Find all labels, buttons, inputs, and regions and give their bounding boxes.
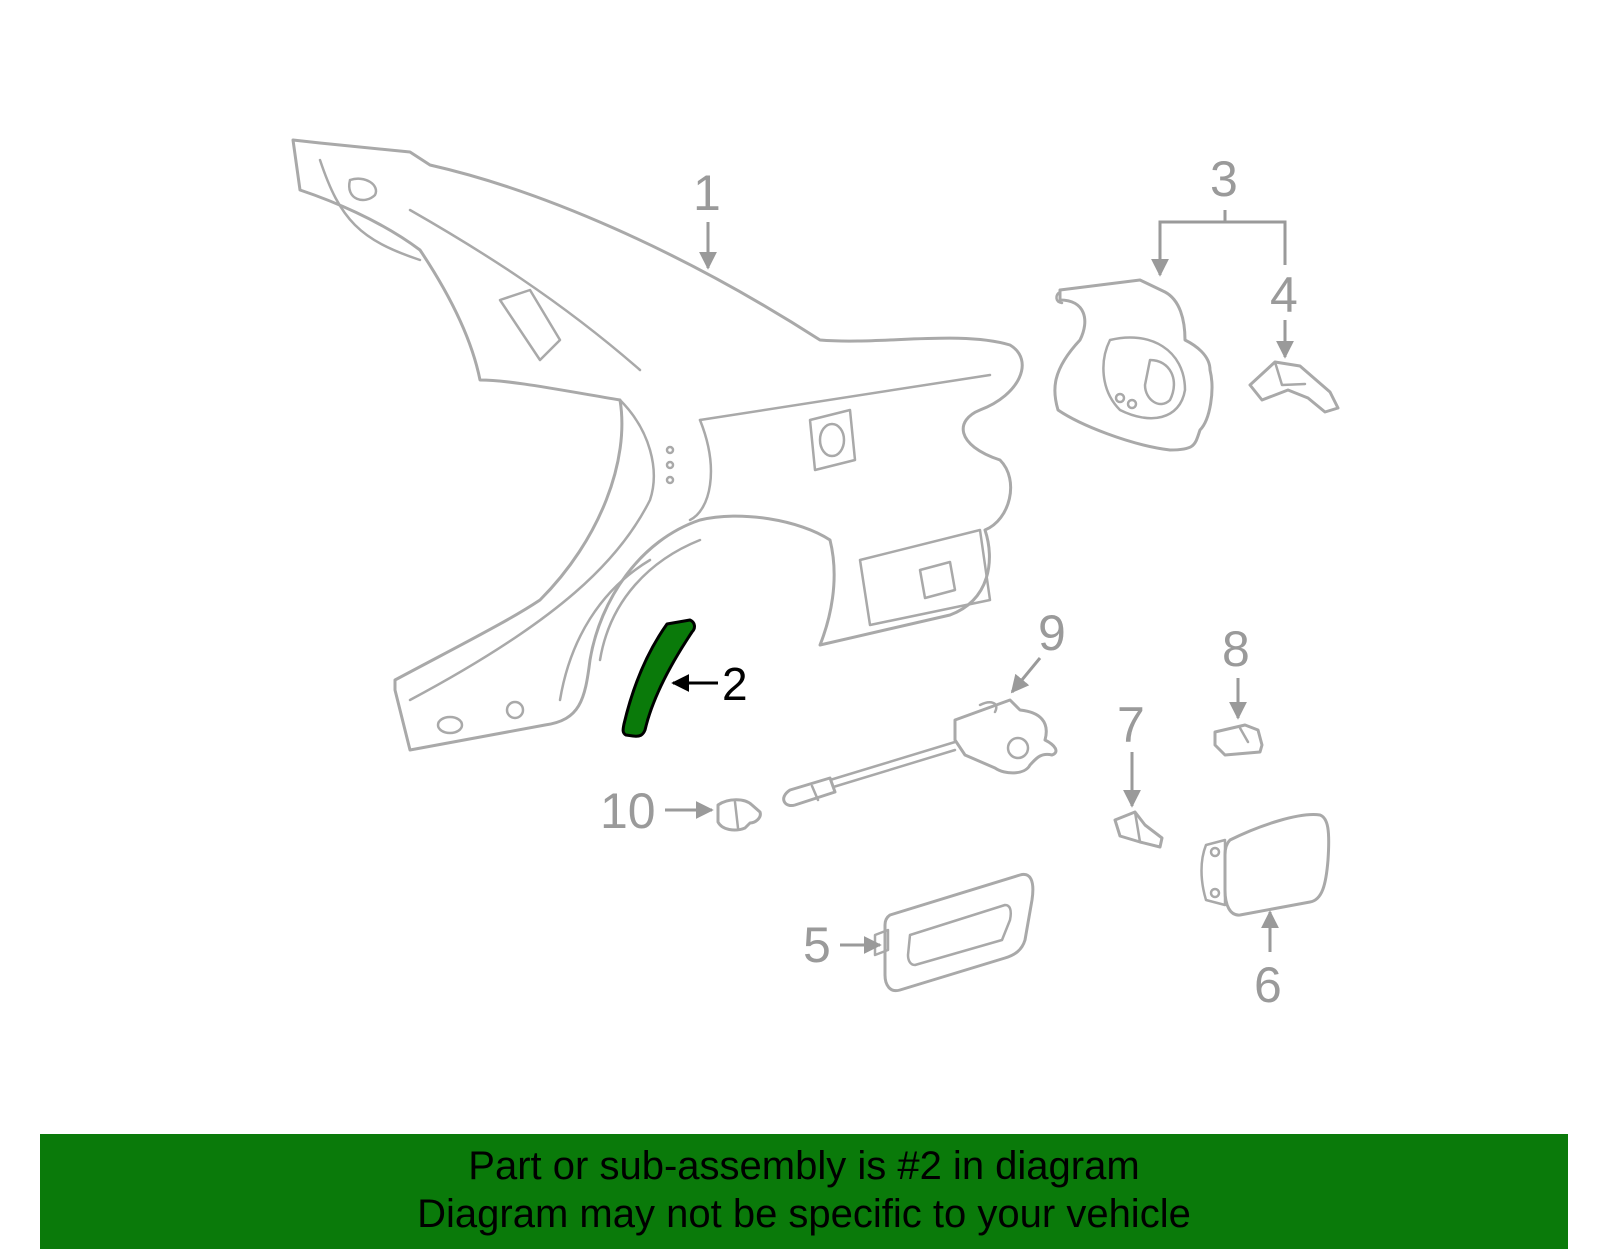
callout-7: 7 bbox=[1117, 697, 1145, 753]
callout-3: 3 bbox=[1210, 151, 1238, 207]
banner-line-2: Diagram may not be specific to your vehi… bbox=[417, 1192, 1191, 1236]
callout-8: 8 bbox=[1222, 621, 1250, 677]
callout-4: 4 bbox=[1270, 267, 1298, 323]
leader-lines bbox=[665, 210, 1294, 954]
callout-2: 2 bbox=[722, 658, 748, 710]
leader-9 bbox=[1010, 657, 1042, 694]
callout-labels: 1 2 3 4 5 6 7 8 9 10 bbox=[600, 151, 1298, 1013]
grommet-part-7 bbox=[1113, 810, 1164, 849]
leader-3b bbox=[1225, 220, 1287, 265]
callout-1: 1 bbox=[693, 165, 721, 221]
leader-3 bbox=[1151, 210, 1227, 277]
release-cable-part-9 bbox=[782, 698, 1058, 808]
fuel-housing-part-3 bbox=[1053, 278, 1214, 452]
quarter-panel-part-1 bbox=[291, 138, 1024, 752]
clip-part-10 bbox=[716, 798, 762, 832]
wheel-molding-part-2[interactable] bbox=[621, 618, 696, 738]
banner-line-1: Part or sub-assembly is #2 in diagram bbox=[468, 1144, 1140, 1188]
callout-5: 5 bbox=[803, 917, 831, 973]
callout-6: 6 bbox=[1254, 957, 1282, 1013]
fuel-door-frame-part-5 bbox=[873, 872, 1035, 993]
clip-part-4 bbox=[1248, 360, 1340, 414]
fuel-door-part-6 bbox=[1200, 813, 1331, 917]
callout-9: 9 bbox=[1038, 605, 1066, 661]
info-banner: Part or sub-assembly is #2 in diagram Di… bbox=[40, 1134, 1568, 1249]
callout-10: 10 bbox=[600, 783, 656, 839]
bracket-part-8 bbox=[1213, 723, 1264, 757]
